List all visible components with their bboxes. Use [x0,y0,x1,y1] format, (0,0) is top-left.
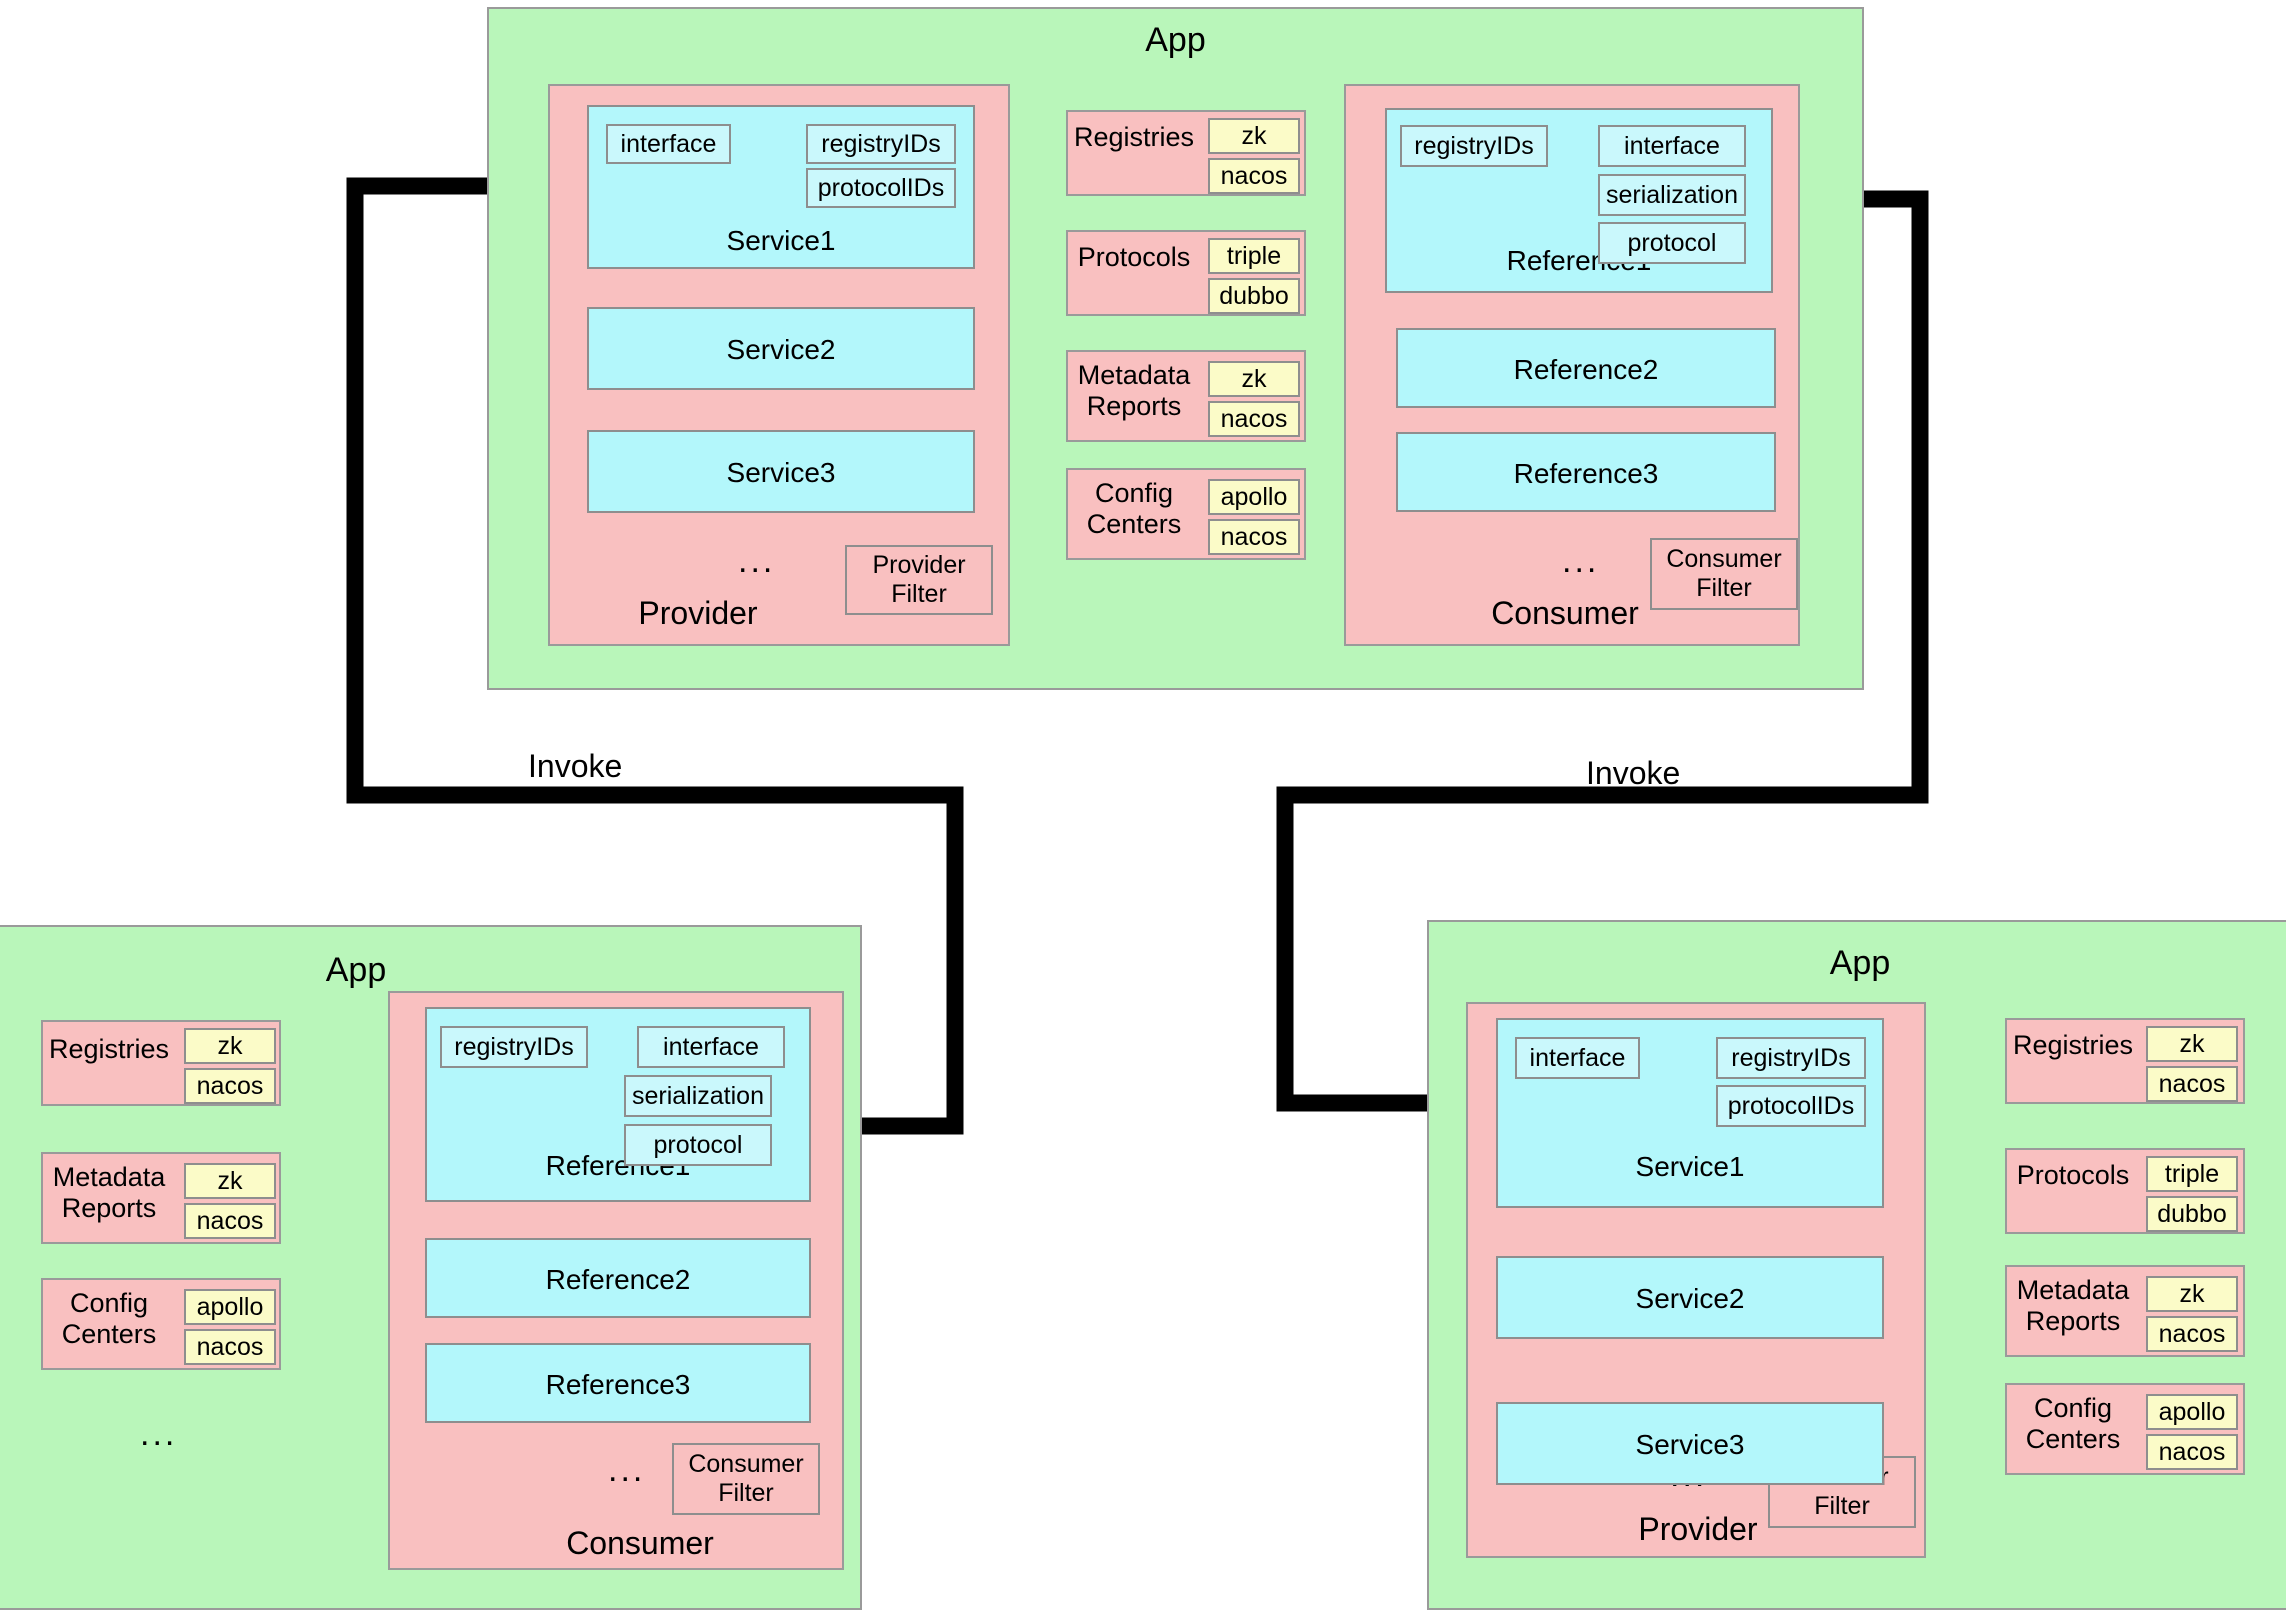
reference3-label-bl: Reference3 [545,1369,691,1400]
infra-registries-value-nacos-br[interactable]: nacos [2146,1066,2238,1102]
infra-config-centers-value-apollo-bl[interactable]: apollo [184,1289,276,1325]
service1-label-top: Service1 [726,225,836,256]
infra-config-centers-value-apollo-br[interactable]: apollo [2146,1394,2238,1430]
provider-ellipsis-top: ... [738,542,776,580]
infra-protocols-value-triple-br[interactable]: triple [2146,1156,2238,1192]
service1-attr-interface-br[interactable]: interface [1515,1037,1640,1079]
reference3-box-bl[interactable]: Reference3 [425,1343,811,1423]
infra-config-centers-label-bl: Config Centers [61,1288,157,1349]
service3-label-top: Service3 [726,457,836,488]
infra-config-centers-label-br: Config Centers [2025,1393,2121,1454]
infra-metadata-reports-label-bl: Metadata Reports [52,1162,166,1223]
infra-metadata-reports-value-zk-top[interactable]: zk [1208,361,1300,397]
consumer-filter-label-bl: Consumer Filter [688,1450,804,1507]
provider-label-top: Provider [638,595,758,631]
reference3-label-top: Reference3 [1513,458,1659,489]
infra-registries-label-bl: Registries [48,1034,170,1064]
infra-registries-label-br: Registries [2012,1030,2134,1060]
reference2-box-bl[interactable]: Reference2 [425,1238,811,1318]
infra-registries-label-top: Registries [1073,122,1195,152]
infra-metadata-reports-value-zk-br[interactable]: zk [2146,1276,2238,1312]
reference1-attr-interface-top[interactable]: interface [1598,125,1746,167]
consumer-filter-label: Consumer Filter [1666,545,1782,602]
infra-protocols-label-top: Protocols [1077,242,1191,272]
infra-registries-value-nacos-bl[interactable]: nacos [184,1068,276,1104]
reference2-label-top: Reference2 [1513,354,1659,385]
service1-attr-protocolids-top[interactable]: protocolIDs [806,168,956,208]
provider-filter-label: Provider Filter [872,551,966,608]
service3-box-top[interactable]: Service3 [587,430,975,513]
infra-config-centers-value-nacos-top[interactable]: nacos [1208,519,1300,555]
invoke-label-right: Invoke [1586,755,1681,791]
service2-box-br[interactable]: Service2 [1496,1256,1884,1339]
consumer-ellipsis-top: ... [1562,542,1600,580]
reference1-attr-protocol-top[interactable]: protocol [1598,222,1746,264]
service1-attr-registryids-br[interactable]: registryIDs [1716,1037,1866,1079]
consumer-ellipsis-bl: ... [608,1451,646,1489]
infra-protocols-value-dubbo-top[interactable]: dubbo [1208,278,1300,314]
service3-box-br[interactable]: Service3 [1496,1402,1884,1485]
service2-label-top: Service2 [726,334,836,365]
reference1-attr-interface-bl[interactable]: interface [637,1026,785,1068]
service2-box-top[interactable]: Service2 [587,307,975,390]
reference1-attr-registryids-top[interactable]: registryIDs [1400,125,1548,167]
infra-registries-value-nacos-top[interactable]: nacos [1208,158,1300,194]
service3-label-br: Service3 [1635,1429,1745,1460]
infra-protocols-value-dubbo-br[interactable]: dubbo [2146,1196,2238,1232]
app-title: App [1145,21,1206,59]
service1-label-br: Service1 [1635,1151,1745,1182]
reference2-box-top[interactable]: Reference2 [1396,328,1776,408]
infra-config-centers-label-top: Config Centers [1086,478,1182,539]
infra-metadata-reports-label-top: Metadata Reports [1077,360,1191,421]
infra-config-centers-value-nacos-br[interactable]: nacos [2146,1434,2238,1470]
consumer-filter-top[interactable]: Consumer Filter [1650,538,1798,610]
reference2-label-bl: Reference2 [545,1264,691,1295]
invoke-label-left: Invoke [528,748,623,784]
infra-ellipsis-bl: ... [140,1415,178,1453]
app-title-bottom-left: App [325,951,387,989]
service1-attr-interface-top[interactable]: interface [606,124,731,164]
infra-metadata-reports-value-nacos-top[interactable]: nacos [1208,401,1300,437]
provider-label-br: Provider [1638,1511,1758,1547]
infra-config-centers-value-apollo-top[interactable]: apollo [1208,479,1300,515]
infra-metadata-reports-value-zk-bl[interactable]: zk [184,1163,276,1199]
infra-registries-value-zk-top[interactable]: zk [1208,118,1300,154]
service1-attr-protocolids-br[interactable]: protocolIDs [1716,1085,1866,1127]
consumer-label-bl: Consumer [566,1525,714,1561]
reference1-attr-registryids-bl[interactable]: registryIDs [440,1026,588,1068]
reference1-attr-protocol-bl[interactable]: protocol [624,1124,772,1166]
service2-label-br: Service2 [1635,1283,1745,1314]
infra-metadata-reports-label-br: Metadata Reports [2016,1275,2130,1336]
infra-config-centers-value-nacos-bl[interactable]: nacos [184,1329,276,1365]
service1-attr-registryids-top[interactable]: registryIDs [806,124,956,164]
consumer-filter-bl[interactable]: Consumer Filter [672,1443,820,1515]
provider-filter-top[interactable]: Provider Filter [845,545,993,615]
infra-registries-value-zk-bl[interactable]: zk [184,1028,276,1064]
reference3-box-top[interactable]: Reference3 [1396,432,1776,512]
infra-registries-value-zk-br[interactable]: zk [2146,1026,2238,1062]
reference1-attr-serialization-top[interactable]: serialization [1598,174,1746,216]
infra-metadata-reports-value-nacos-bl[interactable]: nacos [184,1203,276,1239]
reference1-attr-serialization-bl[interactable]: serialization [624,1075,772,1117]
infra-metadata-reports-value-nacos-br[interactable]: nacos [2146,1316,2238,1352]
app-title-bottom-right: App [1829,944,1891,982]
infra-protocols-value-triple-top[interactable]: triple [1208,238,1300,274]
infra-protocols-label-br: Protocols [2016,1160,2130,1190]
consumer-label-top: Consumer [1491,595,1639,631]
